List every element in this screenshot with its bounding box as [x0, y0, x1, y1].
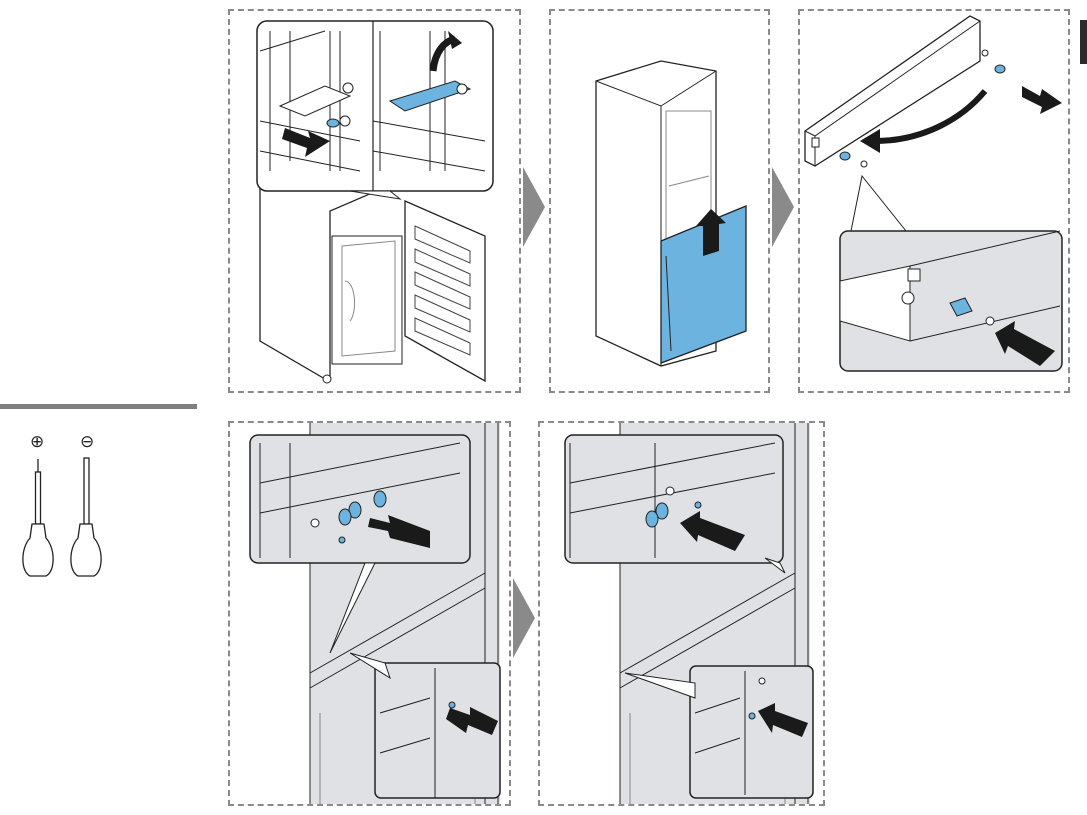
step-panel-swap-hinge-side: [798, 9, 1070, 393]
step-panel-remove-hinge: [228, 9, 521, 393]
flat-screwdriver-icon: [70, 457, 102, 577]
fridge-open-door-illustration: [256, 20, 494, 384]
page-edge-tab: [1080, 20, 1087, 64]
screwdrivers: [22, 457, 102, 577]
step-arrow-3: [513, 578, 535, 658]
flat-symbol: ⊖: [80, 432, 95, 452]
step-panel-install-middle-hinge: [538, 421, 825, 806]
step-arrow-2: [772, 167, 794, 247]
tools-divider: [0, 404, 197, 409]
required-tools: ⊕ ⊖: [0, 404, 197, 604]
step-panel-remove-middle-hinge: [228, 421, 511, 806]
fridge-lift-door-illustration: [595, 60, 747, 367]
step-panel-lift-door: [549, 9, 770, 393]
reinstall-hinge-illustration: [564, 423, 814, 804]
phillips-symbol: ⊕: [30, 432, 45, 452]
top-cover-illustration: [804, 15, 1063, 372]
step-arrow-1: [523, 167, 545, 247]
middle-hinge-illustration: [249, 423, 501, 804]
phillips-screwdriver-icon: [22, 459, 54, 577]
